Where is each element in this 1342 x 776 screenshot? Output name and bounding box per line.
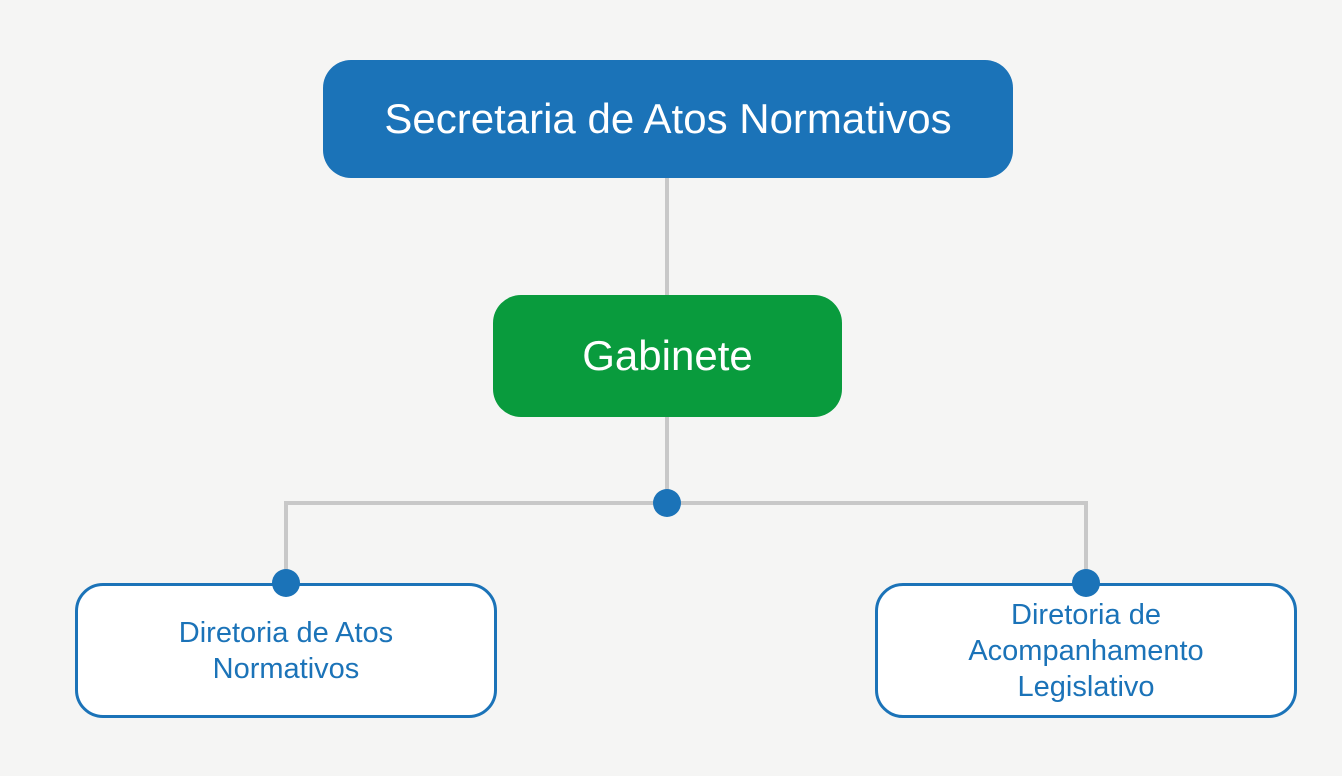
connector-horizontal-bus — [284, 501, 1088, 505]
node-diretoria-de-atos-normativos: Diretoria de Atos Normativos — [75, 583, 497, 718]
node-right-child-label: Diretoria de Acompanhamento Legislativo — [968, 598, 1204, 703]
connector-gabinete-to-junction — [665, 417, 669, 505]
connector-root-to-gabinete — [665, 178, 669, 296]
node-root-label: Secretaria de Atos Normativos — [384, 95, 952, 142]
junction-dot-center — [653, 489, 681, 517]
node-left-child-label: Diretoria de Atos Normativos — [178, 616, 394, 685]
node-gabinete: Gabinete — [493, 295, 842, 417]
node-gabinete-label: Gabinete — [582, 332, 753, 379]
node-secretaria-de-atos-normativos: Secretaria de Atos Normativos — [323, 60, 1013, 178]
node-diretoria-de-acompanhamento-legislativo: Diretoria de Acompanhamento Legislativo — [875, 583, 1297, 718]
junction-dot-left-child — [272, 569, 300, 597]
connector-bus-to-right-child — [1084, 503, 1088, 585]
connector-bus-to-left-child — [284, 503, 288, 585]
junction-dot-right-child — [1072, 569, 1100, 597]
